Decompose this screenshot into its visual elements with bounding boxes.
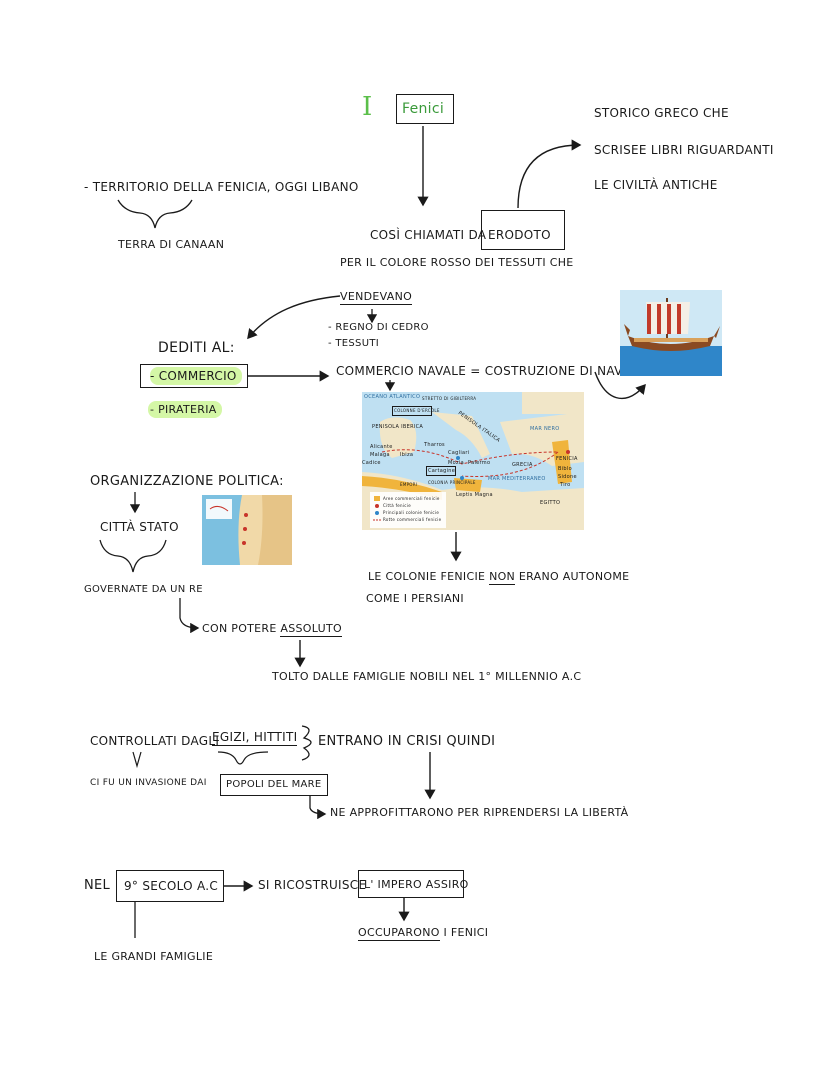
- map-sidone: Sidone: [558, 474, 577, 480]
- title-box: [396, 94, 454, 124]
- note-vend-cedro: - regno di cedro: [328, 322, 429, 333]
- map-tiro: Tiro: [560, 482, 571, 488]
- note-dediti: Dediti al:: [158, 340, 235, 356]
- map-mediterraneo: MAR MEDITERRANEO: [488, 476, 546, 482]
- map-cartagine: Cartagine: [428, 468, 456, 474]
- note-chiamati: Così chiamati da: [370, 228, 487, 242]
- map-biblo: Biblo: [558, 466, 572, 472]
- note-tolto: Tolto dalle famiglie nobili nel 1° mille…: [272, 670, 582, 683]
- map-legend-3: Principali colonie fenicie: [383, 510, 440, 515]
- map-ibiza: Ibiza: [400, 452, 414, 458]
- note-citta-stato: città stato: [100, 520, 179, 534]
- map-leptis: Leptis Magna: [456, 492, 493, 498]
- phoenicia-map-image: [202, 495, 292, 565]
- note-vendevano: vendevano: [340, 290, 413, 305]
- note-grandi-famiglie: Le grandi famiglie: [94, 950, 214, 963]
- note-popoli-mare: Popoli del mare: [226, 779, 322, 790]
- note-nel: Nel: [84, 878, 111, 893]
- note-storico-2: scrisee libri riguardanti: [594, 143, 774, 157]
- erodoto-box: [481, 210, 565, 250]
- map-alicante: Alicante: [370, 444, 393, 450]
- note-impero-assiro: L' impero Assiro: [364, 878, 469, 891]
- commercio-highlight: [150, 367, 242, 385]
- map-egitto: EGITTO: [540, 500, 561, 506]
- note-terra-canaan: terra di Canaan: [118, 238, 225, 251]
- note-egizi-hittiti: Egizi, Hittiti: [212, 730, 298, 746]
- secolo-box: [116, 870, 224, 902]
- note-storico-3: le civiltà antiche: [594, 178, 718, 192]
- title-numeral: I: [362, 92, 373, 122]
- map-mar-nero: MAR NERO: [530, 426, 560, 432]
- map-palermo: Palermo: [468, 460, 491, 466]
- page-title: Fenici: [402, 101, 445, 117]
- note-organizzazione: Organizzazione politica:: [90, 474, 284, 489]
- note-governate: Governate da un Re: [84, 584, 203, 595]
- map-malaga: Malaga: [370, 452, 390, 458]
- map-oceano: OCEANO ATLANTICO: [364, 394, 421, 400]
- map-grecia: GRECIA: [512, 462, 533, 468]
- pirateria-highlight: [148, 401, 222, 418]
- note-vend-tessuti: - tessuti: [328, 338, 379, 349]
- map-stretto: STRETTO DI GIBILTERRA: [422, 396, 477, 401]
- map-colonne: Colonne d'Ercole: [394, 408, 440, 413]
- note-commercio-navale: Commercio navale = costruzione di navi: [336, 364, 627, 378]
- impero-box: [358, 870, 464, 898]
- phoenician-ship-image: [620, 290, 722, 376]
- note-erodoto: Erodoto: [488, 228, 551, 242]
- note-approfittarono: ne approfittarono per riprendersi la lib…: [330, 806, 629, 819]
- note-colonie-1: Le colonie Fenicie non erano autonome: [368, 570, 630, 585]
- map-empori: EMPORI: [400, 482, 418, 487]
- map-colonia: COLONIA PRINCIPALE: [428, 480, 476, 485]
- note-ricostruisce: Si ricostruisce: [258, 878, 367, 892]
- note-invasione: ci fu un invasione dai: [90, 778, 207, 788]
- note-secolo: 9° secolo a.C: [124, 879, 219, 893]
- note-pirateria: - pirateria: [150, 403, 217, 416]
- map-fenicia: FENICIA: [556, 456, 578, 462]
- popoli-box: [220, 774, 328, 796]
- commercio-box: [140, 364, 248, 388]
- note-storico-1: Storico greco che: [594, 106, 729, 120]
- map-mozia: Mozia: [448, 460, 464, 466]
- map-cagliari: Cagliari: [448, 450, 470, 456]
- map-tharros: Tharros: [424, 442, 445, 448]
- map-legend-1: Aree commerciali fenicie: [383, 496, 440, 501]
- map-cartagine-box: [426, 466, 456, 476]
- map-penisola-iberica: PENISOLA IBERICA: [372, 424, 424, 430]
- map-cadice: Cadice: [362, 460, 381, 466]
- note-potere: con potere assoluto: [202, 622, 342, 637]
- map-colonne-box: [392, 406, 432, 416]
- note-occuparono: occuparono i Fenici: [358, 926, 489, 941]
- note-entrano-crisi: entrano in crisi quindi: [318, 734, 496, 749]
- map-legend-4: Rotte commerciali fenicie: [383, 517, 442, 522]
- note-colore: per il colore rosso dei tessuti che: [340, 256, 574, 269]
- map-legend-2: Città fenicie: [383, 503, 411, 508]
- note-territorio: - Territorio della Fenicia, oggi Libano: [84, 180, 359, 194]
- note-colonie-2: come i Persiani: [366, 592, 464, 605]
- note-controllati: Controllati dagli: [90, 734, 220, 748]
- note-commercio: - commercio: [150, 369, 237, 383]
